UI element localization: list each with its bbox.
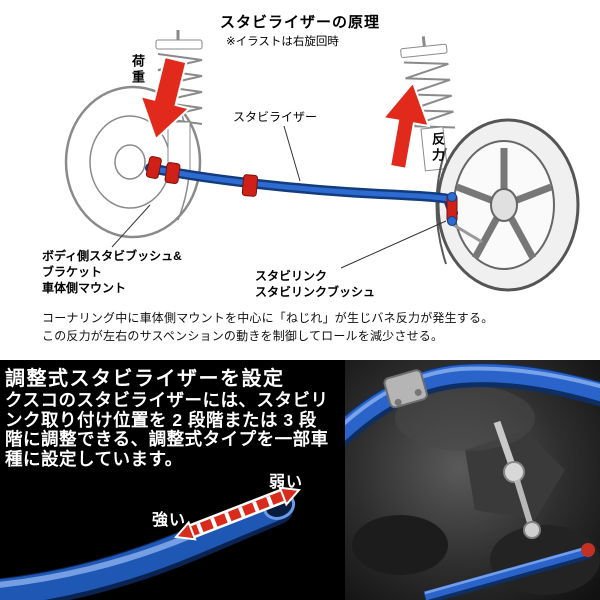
principle-diagram-section: スタビライザーの原理 ※イラストは右旋回時 スタビライザー 荷重 反力 ボディ側…: [42, 14, 580, 343]
label-load: 荷重: [130, 54, 145, 86]
right-wheel: [435, 118, 580, 292]
stabi-link-icon: [446, 192, 483, 244]
product-photo: [345, 360, 600, 600]
section-body-text: クスコのスタビライザーには、スタビリ ンク取り付け位置を 2 段階または 3 段…: [5, 390, 329, 469]
label-reaction-force: 反力: [430, 132, 445, 164]
adjustable-stabilizer-section: 調整式スタビライザーを設定 クスコのスタビライザーには、スタビリ ンク取り付け位…: [0, 360, 600, 600]
description-line-1: コーナリング中に車体側マウントを中心に「ねじれ」が生じバネ反力が発生する。: [42, 311, 494, 325]
load-arrow-icon: [139, 55, 192, 142]
photo-lower-rod: [423, 543, 595, 600]
bar-bracket-icons: [145, 156, 259, 197]
photo-blue-stabilizer: [345, 363, 600, 447]
description-line-2: この反力が左右のサスペンションの動きを制御してロールを減少させる。: [42, 329, 444, 343]
label-body-side-bush-bracket: ボディ側スタビブッシュ& ブラケット 車体側マウント: [42, 249, 182, 295]
diagram-title: スタビライザーの原理: [219, 14, 380, 31]
label-stabilizer: スタビライザー: [233, 110, 318, 124]
photo-end-links: [493, 420, 541, 539]
label-strong: 強い: [152, 512, 187, 529]
right-strut: [400, 36, 456, 172]
section-title: 調整式スタビライザーを設定: [5, 368, 285, 390]
principle-diagram-art: [64, 30, 580, 292]
label-weak: 弱い: [269, 474, 304, 491]
reaction-arrow-icon: [381, 80, 431, 170]
adjustable-bar-illustration: [0, 486, 301, 600]
label-stabi-link-bush: スタビリンク スタビリンクブッシュ: [255, 269, 376, 299]
stabilizer-bar: [145, 163, 458, 218]
leader-lines: [111, 125, 447, 269]
photo-clamp: [383, 369, 428, 409]
adjust-direction-arrow-icon: [174, 486, 301, 541]
diagram-note: ※イラストは右旋回時: [226, 36, 339, 48]
